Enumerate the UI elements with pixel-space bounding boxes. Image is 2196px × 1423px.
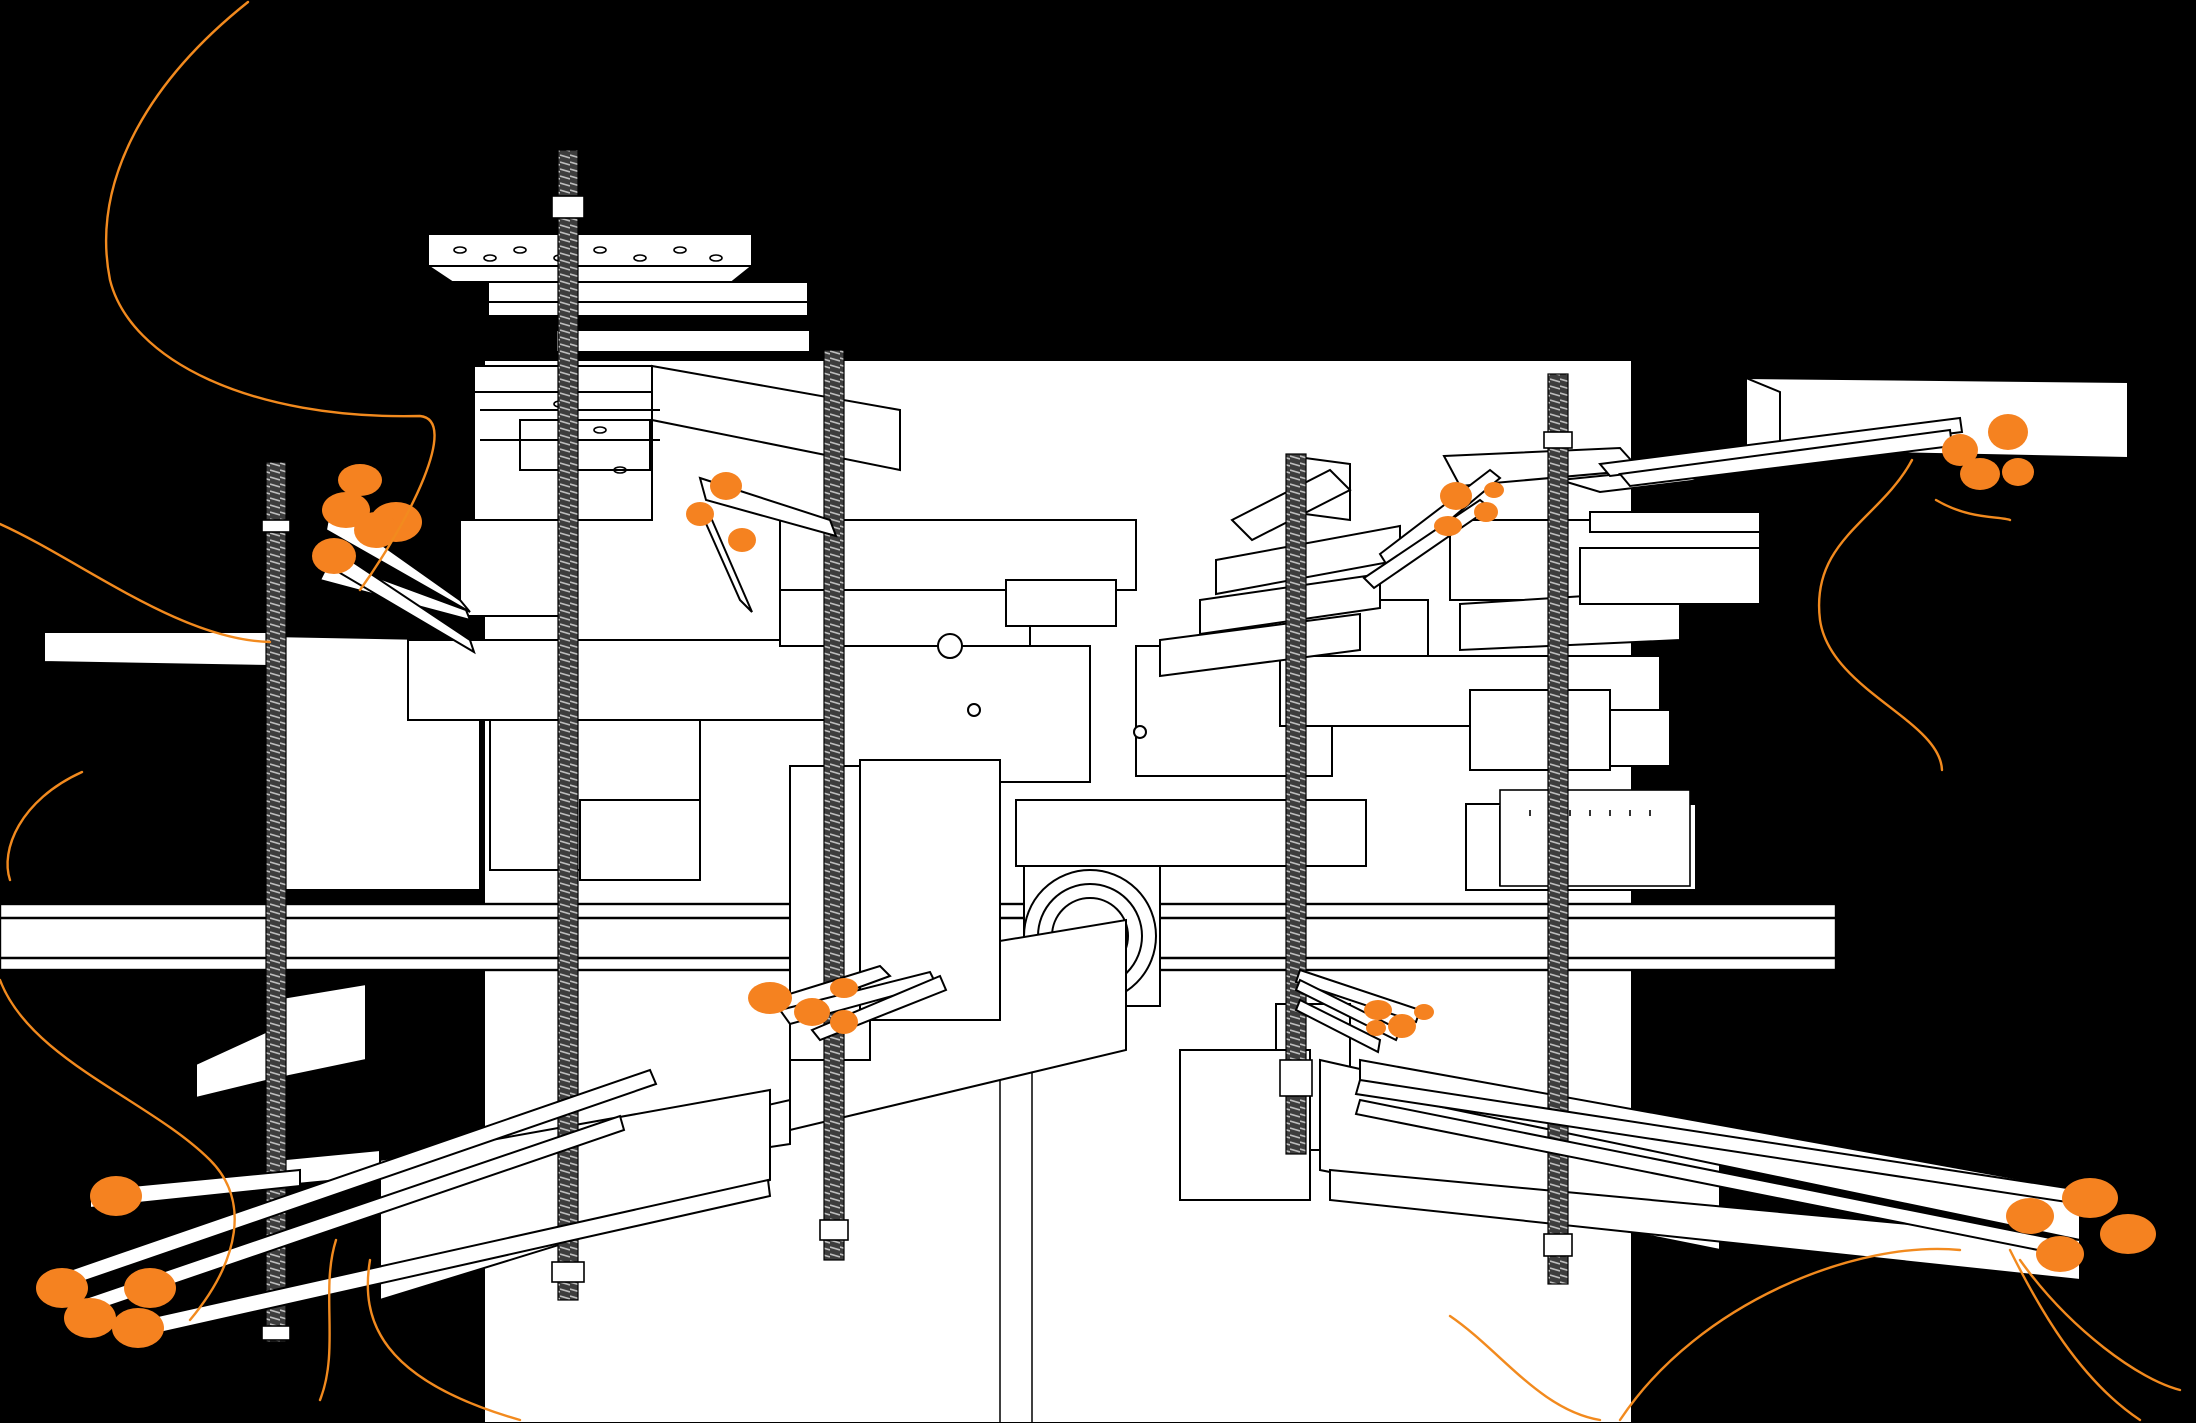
comb-element bbox=[1499, 789, 1691, 887]
bolt-dots bbox=[937, 633, 1147, 739]
rod-nuts bbox=[261, 195, 1573, 1341]
match-heads bbox=[36, 414, 2156, 1348]
left-bracket bbox=[43, 519, 851, 891]
right-channel-stack bbox=[1159, 376, 2129, 678]
